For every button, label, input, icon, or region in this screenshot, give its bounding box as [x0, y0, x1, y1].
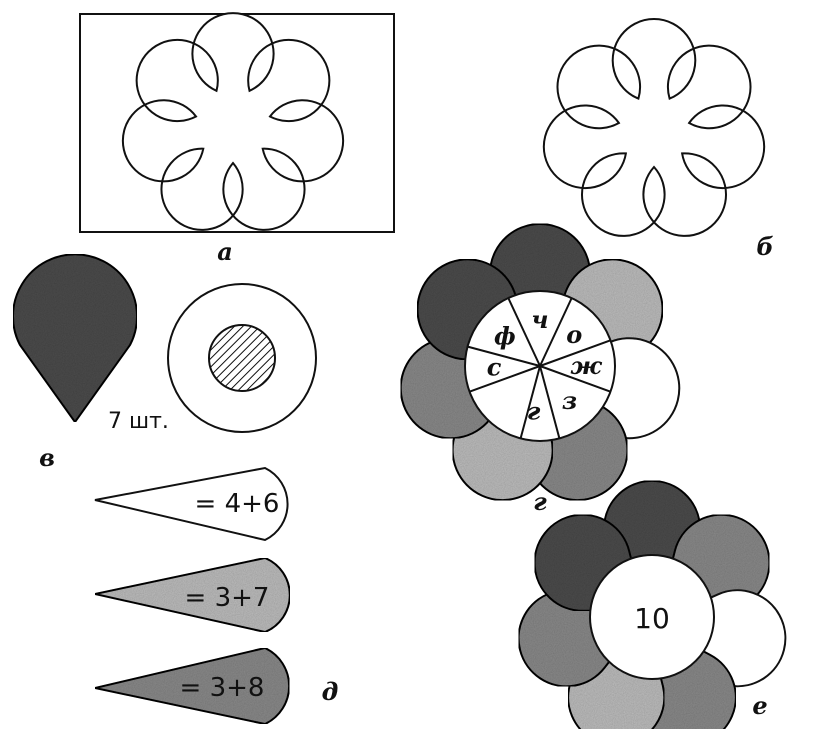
- sector-letter: ж: [570, 351, 602, 380]
- center-hatched-circle: [209, 325, 275, 391]
- equation-2: = 3+7: [185, 583, 270, 613]
- panel-d: = 4+6 = 3+7 = 3+8 д: [95, 468, 338, 724]
- label-a: а: [217, 237, 233, 266]
- label-d: д: [322, 677, 339, 706]
- label-v: в: [39, 443, 55, 472]
- panel-b: б: [544, 19, 774, 261]
- panel-a: а: [80, 13, 394, 266]
- flower-outline-a: [123, 13, 343, 230]
- equation-3: = 3+8: [180, 673, 265, 703]
- panel-v: 7 шт. в: [13, 254, 316, 472]
- petal-template: [13, 254, 137, 422]
- sector-letter: з: [562, 386, 577, 415]
- sector-letter: с: [487, 353, 502, 382]
- label-e: е: [752, 691, 767, 720]
- label-g: г: [533, 487, 547, 516]
- label-b: б: [756, 232, 773, 261]
- panel-e: 10 е: [519, 481, 786, 729]
- sector-letter: ч: [531, 305, 548, 334]
- center-number: 10: [634, 602, 670, 635]
- sector-letter: о: [566, 320, 582, 349]
- equation-1: = 4+6: [195, 489, 280, 519]
- petal-count-text: 7 шт.: [108, 409, 169, 434]
- flower-outline-b: [544, 19, 764, 236]
- sector-letter: ф: [494, 321, 516, 350]
- sector-letter: г: [527, 397, 541, 426]
